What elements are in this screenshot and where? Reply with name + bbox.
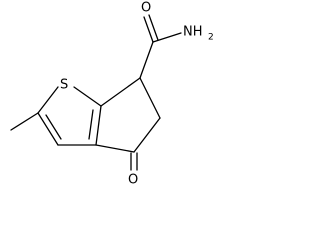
bond-amide-c-o-a xyxy=(143,16,154,43)
sulfur-label: S xyxy=(60,78,68,93)
bond-s-c6a xyxy=(73,86,102,107)
bond-methyl xyxy=(10,112,39,131)
ketone-oxygen-label: O xyxy=(128,173,138,188)
bond-c6a-c6 xyxy=(100,77,141,107)
bond-c3a-c6a xyxy=(95,105,102,146)
bond-c2-c3 xyxy=(37,112,59,146)
bond-c3a-c6a-inner xyxy=(88,109,94,140)
amide-nitrogen-label: NH xyxy=(183,25,203,40)
bond-amide-c-o-b xyxy=(148,14,159,41)
bond-c5-c4 xyxy=(133,117,161,153)
amide-nitrogen-subscript: 2 xyxy=(208,33,214,43)
bond-amide-c-n xyxy=(152,32,182,43)
amide-oxygen-label: O xyxy=(141,1,151,16)
bond-c6-c5 xyxy=(139,77,161,119)
bond-c4-c3a xyxy=(95,144,135,153)
chemical-structure: S O O NH 2 xyxy=(10,1,214,188)
bond-c2-s xyxy=(37,86,59,114)
bond-c6-amide-c xyxy=(139,41,154,79)
bond-c2-c3-inner xyxy=(45,114,62,140)
